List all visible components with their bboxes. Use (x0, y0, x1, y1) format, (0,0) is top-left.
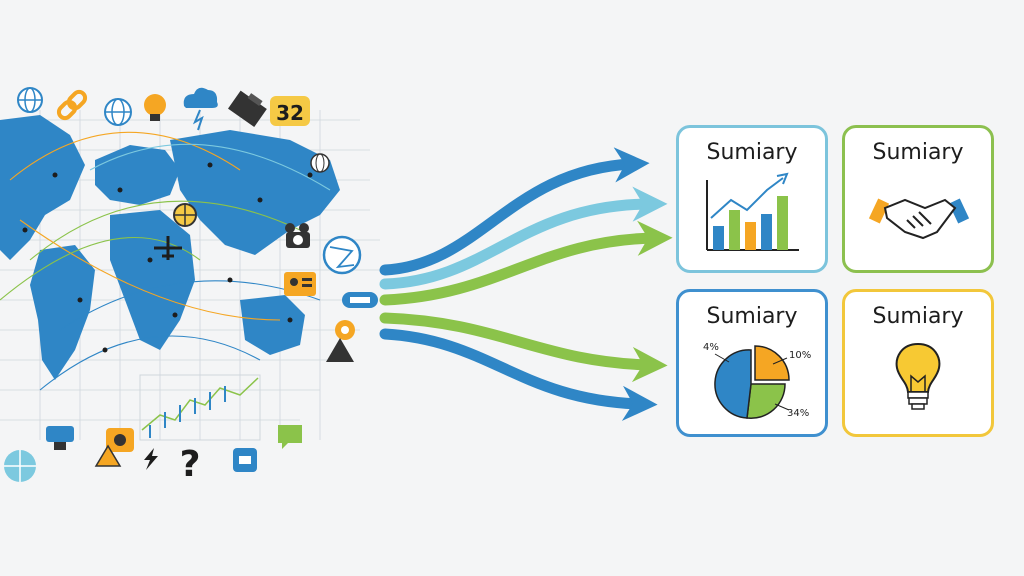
question-icon: ? (180, 444, 201, 485)
warning-icon (326, 338, 354, 362)
pie-label-bottom-right: 34% (787, 408, 810, 419)
continent-europe (95, 145, 180, 205)
tools-icon (106, 428, 134, 452)
world-map-collage: 32 (0, 87, 380, 485)
tools-icon (46, 426, 74, 450)
continent-australia (240, 295, 305, 355)
lightbulb-icon (144, 94, 166, 121)
network-dots (22, 162, 313, 353)
summary-card-lightbulb: Sumiary (842, 289, 994, 437)
arrow-to-summary-1b (379, 186, 668, 290)
summary-card-handshake: Sumiary (842, 125, 994, 273)
badge-icon (342, 292, 378, 308)
robot-icon (233, 448, 257, 472)
network-icon (322, 235, 362, 275)
network-icon (104, 98, 132, 126)
bar-chart-icon (706, 172, 799, 251)
id-card-icon (284, 272, 316, 296)
continents (0, 115, 340, 380)
arrow-to-summary-3 (379, 312, 668, 383)
card-title: Sumiary (872, 304, 964, 329)
svg-text:32: 32 (276, 101, 304, 125)
cloud-icon (183, 87, 218, 131)
pie-label-top-left: 4% (703, 342, 719, 353)
arrow-to-summary-2 (379, 220, 673, 306)
arrow-to-summary-1 (379, 147, 650, 276)
airplane-icon (154, 236, 182, 260)
summary-card-bar-chart: Sumiary (676, 125, 828, 273)
warning-icon (94, 444, 122, 467)
continent-north-america (0, 115, 85, 260)
card-title: Sumiary (706, 304, 798, 329)
summary-card-pie-chart: Sumiary 4% 10% 34% (676, 289, 828, 437)
pie-label-top-right: 10% (789, 350, 812, 361)
chat-icon (278, 425, 302, 449)
globe-icon (310, 153, 330, 173)
card-title: Sumiary (706, 140, 798, 165)
handshake-icon (868, 198, 970, 240)
camera-icon (228, 90, 267, 128)
stock-chart-icon (139, 374, 261, 441)
globe-icon (17, 87, 43, 113)
pie-chart-icon (714, 345, 790, 419)
continent-africa (110, 210, 195, 350)
lightbulb-icon (895, 342, 941, 410)
camera-icon (285, 223, 310, 248)
continent-asia (170, 130, 340, 255)
gear-icon (335, 320, 355, 340)
globe-icon (4, 450, 36, 482)
globe-icon (173, 203, 197, 227)
chain-link-icon (56, 89, 88, 121)
network-curves (0, 131, 331, 391)
flow-arrows (379, 147, 673, 421)
svg-text:?: ? (180, 444, 201, 485)
continent-south-america (30, 245, 95, 380)
lightning-icon (144, 448, 158, 470)
card-title: Sumiary (872, 140, 964, 165)
number-badge: 32 (270, 96, 310, 126)
arrow-to-summary-4 (379, 328, 658, 421)
